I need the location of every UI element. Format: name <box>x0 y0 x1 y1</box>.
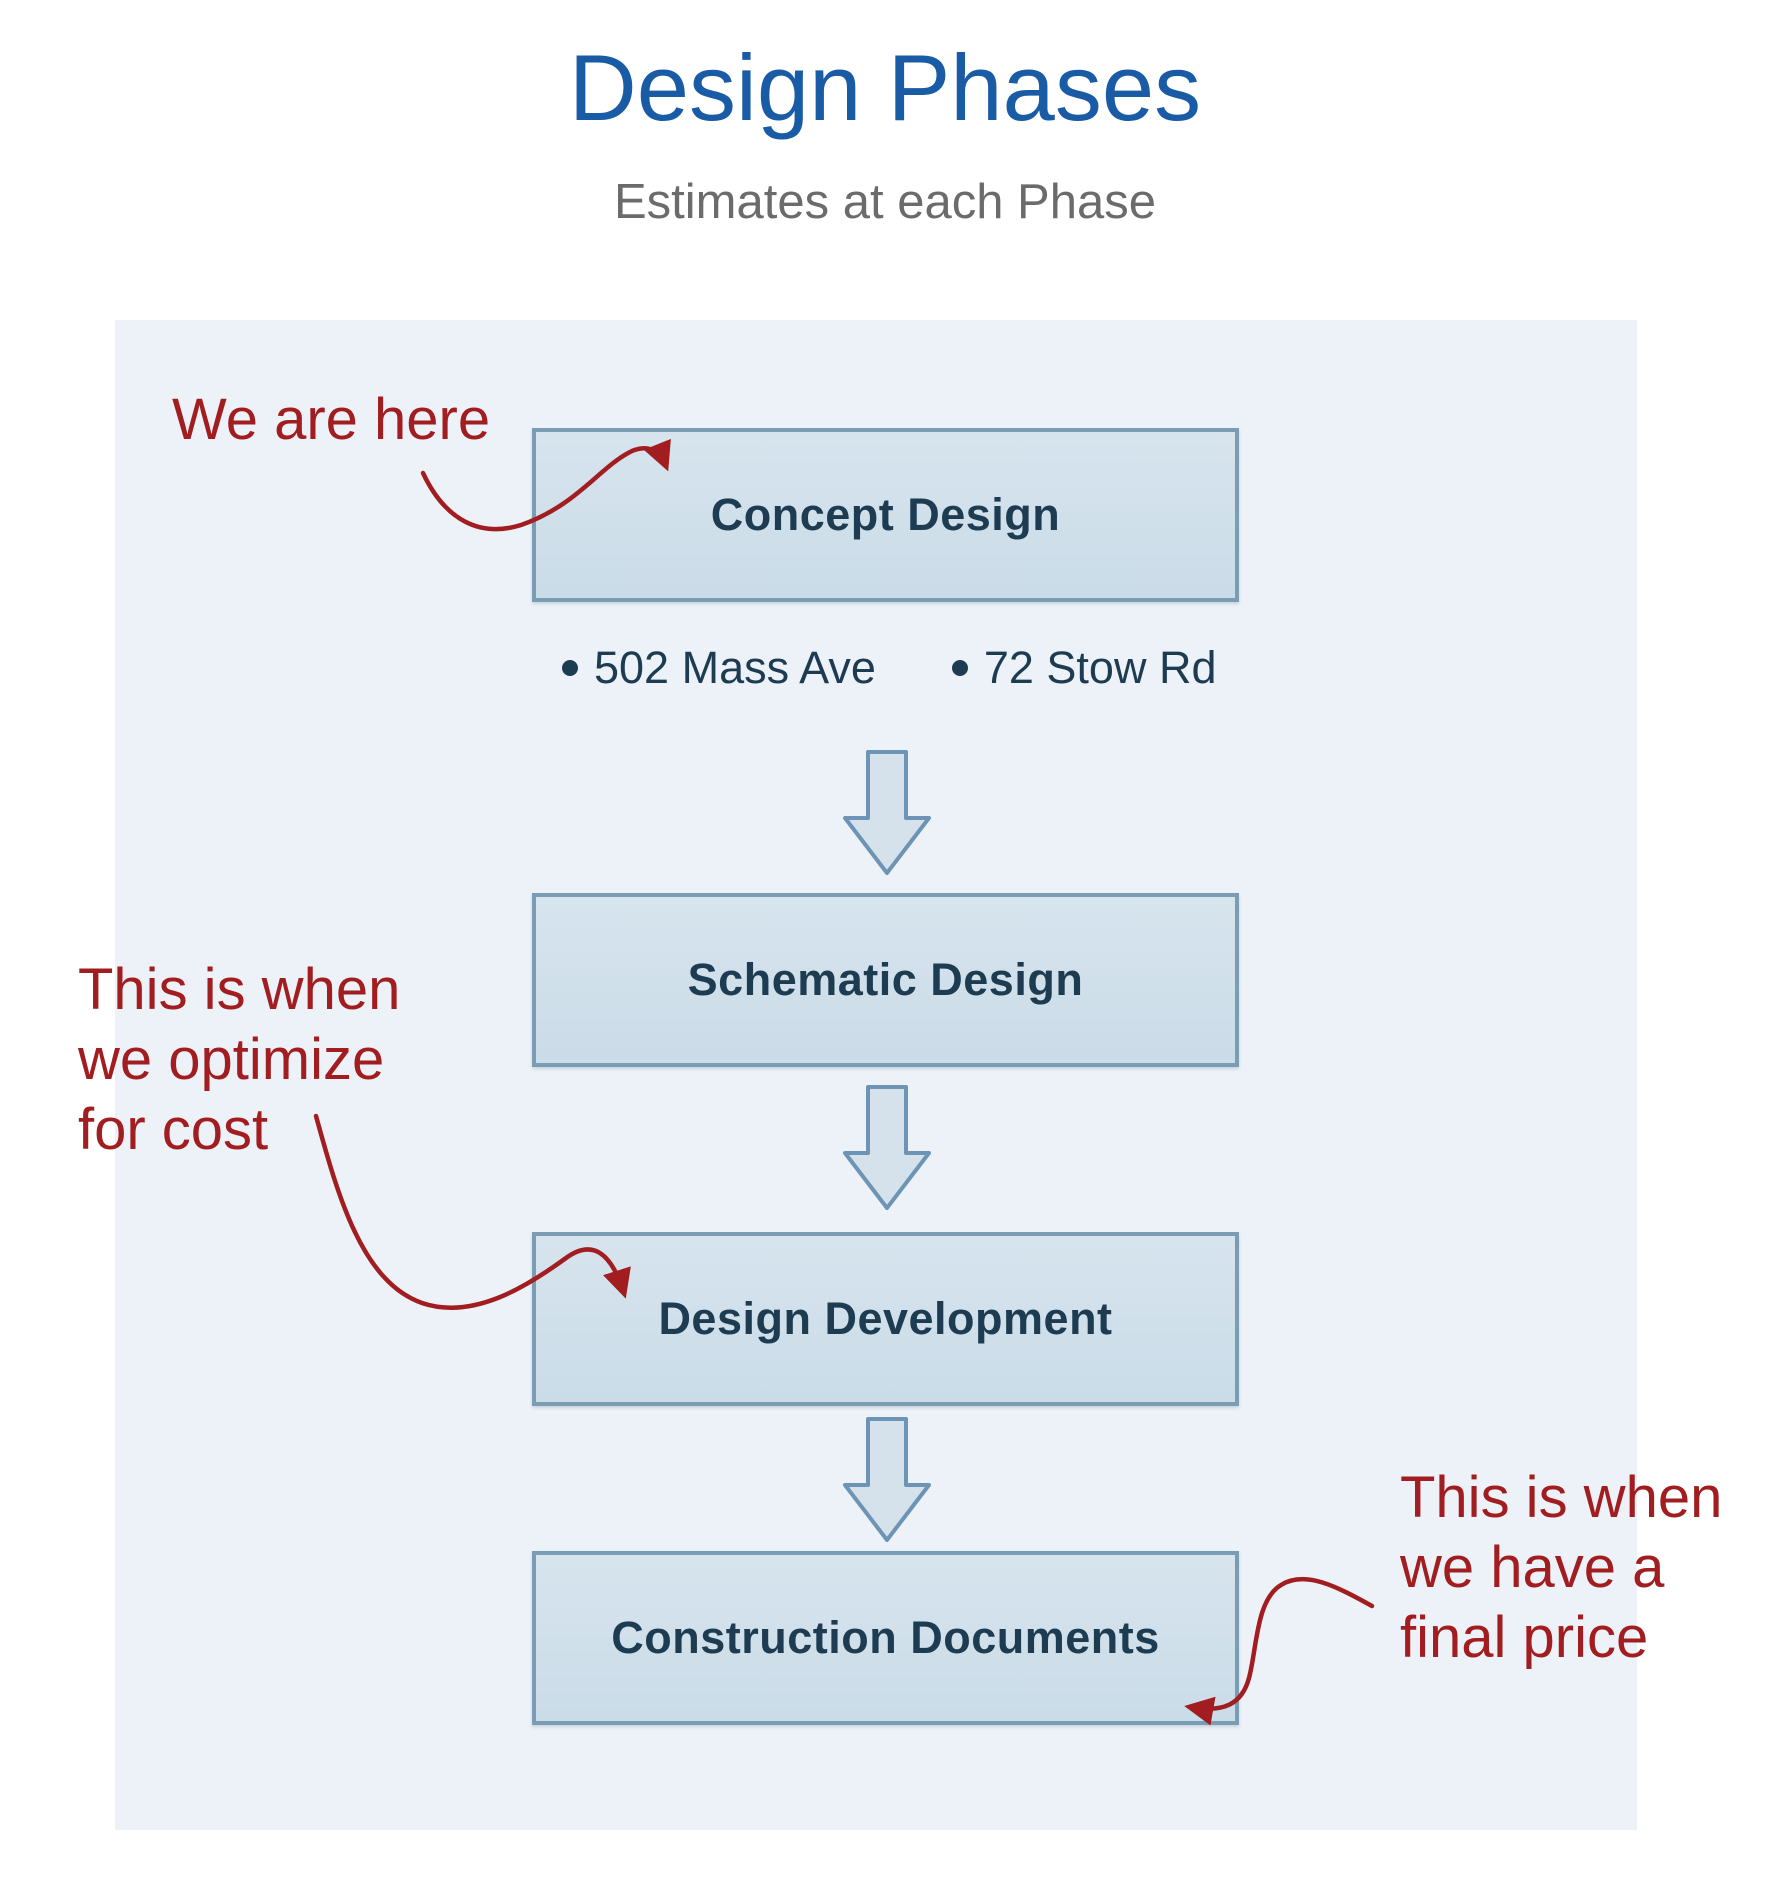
annotation-line: This is when <box>78 957 401 1022</box>
annotation-line: We are here <box>172 387 491 452</box>
annotation-line: we have a <box>1400 1535 1665 1600</box>
bullet-icon <box>562 660 578 676</box>
bullet-text: 72 Stow Rd <box>983 642 1217 693</box>
phase-box-construction-documents: Construction Documents <box>532 1551 1239 1725</box>
page-title: Design Phases <box>568 35 1202 140</box>
phase-box-schematic-design: Schematic Design <box>532 893 1239 1067</box>
annotation-optimize-for-cost: This is when we optimize for cost <box>78 955 400 1165</box>
list-item: 72 Stow Rd <box>951 642 1217 694</box>
project-bullet-list: 502 Mass Ave 72 Stow Rd <box>562 642 1216 694</box>
bullet-icon <box>951 660 968 676</box>
annotation-line: final price <box>1400 1605 1649 1670</box>
phase-box-concept-design: Concept Design <box>532 428 1239 602</box>
phase-label: Concept Design <box>710 489 1061 540</box>
annotation-final-price: This is when we have a final price <box>1400 1463 1722 1673</box>
page-subtitle: Estimates at each Phase <box>613 175 1156 229</box>
phase-label: Schematic Design <box>687 954 1084 1005</box>
phase-label: Design Development <box>658 1293 1113 1344</box>
bullet-text: 502 Mass Ave <box>594 642 876 693</box>
annotation-we-are-here: We are here <box>172 385 490 455</box>
annotation-line: we optimize <box>78 1027 385 1092</box>
annotation-line: This is when <box>1400 1465 1723 1530</box>
annotation-line: for cost <box>78 1097 269 1162</box>
list-item: 502 Mass Ave <box>562 642 876 694</box>
phase-label: Construction Documents <box>611 1612 1160 1663</box>
phase-box-design-development: Design Development <box>532 1232 1239 1406</box>
